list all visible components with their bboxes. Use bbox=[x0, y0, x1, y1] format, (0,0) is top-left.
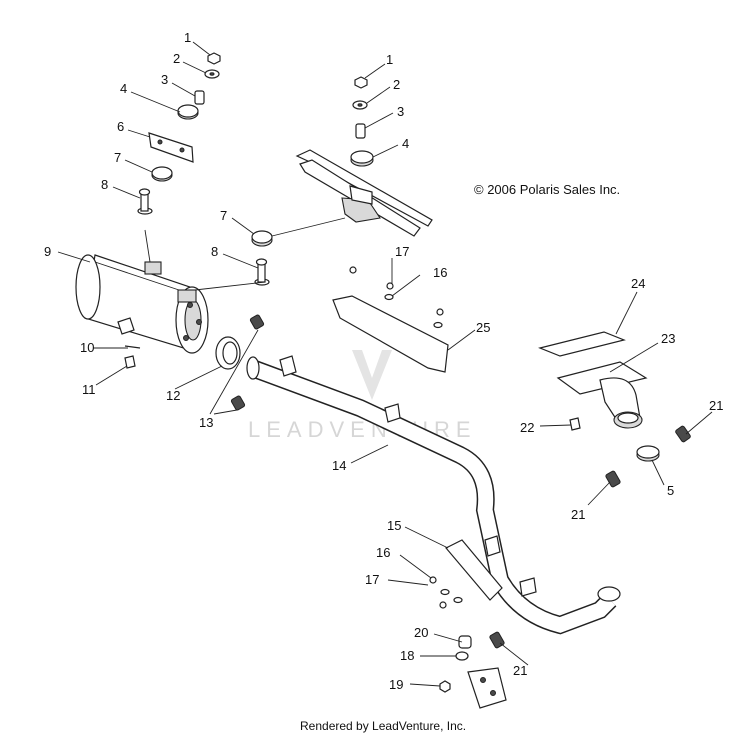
mount-bracket bbox=[467, 667, 507, 709]
callout-1a: 1 bbox=[184, 30, 191, 45]
callout-4b: 4 bbox=[402, 136, 409, 151]
head-pipe-part-14 bbox=[246, 355, 621, 635]
callout-13: 13 bbox=[199, 415, 213, 430]
callout-8a: 8 bbox=[101, 177, 108, 192]
bushing-part-3 bbox=[194, 90, 205, 105]
callout-23: 23 bbox=[661, 331, 675, 346]
bushing-part-3b bbox=[355, 123, 366, 139]
gasket-part-24 bbox=[538, 331, 626, 357]
callout-10: 10 bbox=[80, 340, 94, 355]
heat-shield-part-25 bbox=[332, 295, 449, 373]
callout-11: 11 bbox=[82, 382, 96, 397]
callout-21a: 21 bbox=[709, 398, 723, 413]
muffler-part-9 bbox=[75, 254, 209, 354]
nut-part-19 bbox=[439, 680, 451, 693]
bushing-part-20 bbox=[458, 635, 472, 649]
callout-14: 14 bbox=[332, 458, 346, 473]
footer-credit: Rendered by LeadVenture, Inc. bbox=[300, 719, 466, 733]
callout-7a: 7 bbox=[114, 150, 121, 165]
bracket-hardware-lower bbox=[439, 635, 507, 709]
callout-6: 6 bbox=[117, 119, 124, 134]
callout-22: 22 bbox=[520, 420, 534, 435]
callout-5: 5 bbox=[667, 483, 674, 498]
heat-shield-part-15 bbox=[445, 539, 503, 601]
fastener-part-22 bbox=[569, 417, 581, 431]
mount-hardware-middle bbox=[251, 230, 273, 286]
callout-18: 18 bbox=[400, 648, 414, 663]
manifold-part-23 bbox=[556, 361, 648, 429]
callout-17b: 17 bbox=[365, 572, 379, 587]
spring-part-21a bbox=[675, 425, 691, 443]
frame-rail bbox=[295, 149, 433, 237]
callout-20: 20 bbox=[414, 625, 428, 640]
callout-17a: 17 bbox=[395, 244, 409, 259]
callout-9: 9 bbox=[44, 244, 51, 259]
callout-3a: 3 bbox=[161, 72, 168, 87]
callout-21c: 21 bbox=[513, 663, 527, 678]
grommet-part-18 bbox=[455, 651, 469, 661]
callout-4a: 4 bbox=[120, 81, 127, 96]
callout-24: 24 bbox=[631, 276, 645, 291]
callout-8b: 8 bbox=[211, 244, 218, 259]
callout-numbers: 1 2 3 4 6 7 8 1 2 3 4 7 8 9 10 11 12 13 … bbox=[44, 30, 723, 692]
shield-hardware-top bbox=[349, 266, 444, 329]
nut-part-1 bbox=[207, 52, 221, 65]
callout-2a: 2 bbox=[173, 51, 180, 66]
grommet-part-5 bbox=[636, 445, 660, 462]
callout-16b: 16 bbox=[376, 545, 390, 560]
copyright-text: © 2006 Polaris Sales Inc. bbox=[474, 182, 620, 197]
callout-7b: 7 bbox=[220, 208, 227, 223]
callout-21b: 21 bbox=[571, 507, 585, 522]
gasket-part-12 bbox=[215, 336, 241, 370]
springs-part-13 bbox=[230, 314, 265, 411]
callout-12: 12 bbox=[166, 388, 180, 403]
callout-25: 25 bbox=[476, 320, 490, 335]
spring-part-21b bbox=[605, 470, 621, 488]
callout-2b: 2 bbox=[393, 77, 400, 92]
shield-hardware-lower bbox=[429, 576, 463, 609]
callout-1b: 1 bbox=[386, 52, 393, 67]
hardware-stack-left bbox=[137, 52, 221, 215]
fastener-part-11 bbox=[124, 355, 136, 369]
callout-19: 19 bbox=[389, 677, 403, 692]
callout-3b: 3 bbox=[397, 104, 404, 119]
callout-16a: 16 bbox=[433, 265, 447, 280]
bracket-part-6 bbox=[148, 132, 194, 163]
hardware-stack-right bbox=[350, 76, 374, 167]
leader-lines bbox=[57, 41, 713, 687]
spring-part-21c bbox=[489, 631, 505, 649]
nut-part-1b bbox=[354, 76, 368, 89]
clip-part-10 bbox=[124, 345, 141, 349]
callout-15: 15 bbox=[387, 518, 401, 533]
